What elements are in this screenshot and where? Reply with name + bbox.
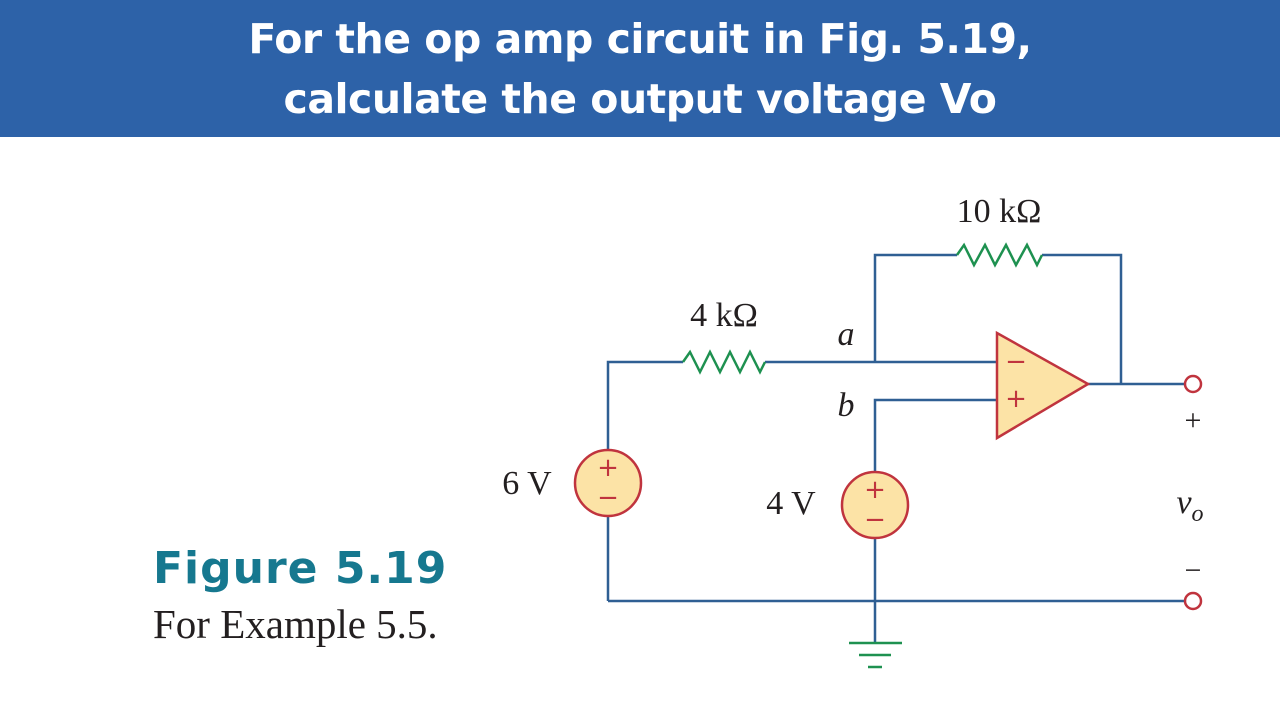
- question-line-1: For the op amp circuit in Fig. 5.19,: [248, 14, 1032, 63]
- source-6v-plus: +: [597, 453, 619, 483]
- resistor-10k-label: 10 kΩ: [957, 193, 1042, 230]
- node-b-label: b: [838, 387, 855, 424]
- source-4v-minus: −: [864, 505, 886, 535]
- source-4v-label: 4 V: [766, 485, 816, 522]
- voltage-source-6v: [573, 448, 643, 518]
- figure-title: Figure 5.19: [153, 543, 448, 594]
- figure-caption: For Example 5.5.: [153, 601, 438, 647]
- question-banner: For the op amp circuit in Fig. 5.19, cal…: [0, 0, 1280, 137]
- resistor-10k: [955, 242, 1044, 268]
- wire-feedback-right: [1042, 253, 1123, 384]
- output-voltage-label: vo: [1176, 484, 1203, 527]
- node-a-label: a: [838, 316, 855, 353]
- source-6v-minus: −: [597, 483, 619, 513]
- ground-icon: [849, 641, 902, 669]
- resistor-4k: [681, 349, 767, 375]
- output-voltage-symbol: v: [1176, 484, 1192, 521]
- wire-feedback-left: [873, 253, 957, 362]
- wires: [606, 253, 1185, 642]
- output-terminal-positive: [1183, 374, 1203, 394]
- output-voltage-subscript: o: [1192, 501, 1204, 527]
- op-amp-triangle: [995, 330, 1091, 441]
- output-plus-sign: +: [1185, 404, 1202, 437]
- op-amp-noninverting-sign: +: [1005, 384, 1027, 414]
- wire-left-top: [606, 360, 683, 450]
- source-6v-label: 6 V: [502, 465, 552, 502]
- output-minus-sign: −: [1185, 554, 1202, 587]
- resistor-4k-label: 4 kΩ: [690, 297, 758, 334]
- question-line-2: calculate the output voltage Vo: [283, 74, 997, 123]
- wire-node-b: [873, 398, 997, 472]
- voltage-source-4v: [840, 470, 910, 540]
- op-amp-inverting-sign: −: [1005, 347, 1027, 377]
- source-4v-plus: +: [864, 475, 886, 505]
- output-terminal-negative: [1183, 591, 1203, 611]
